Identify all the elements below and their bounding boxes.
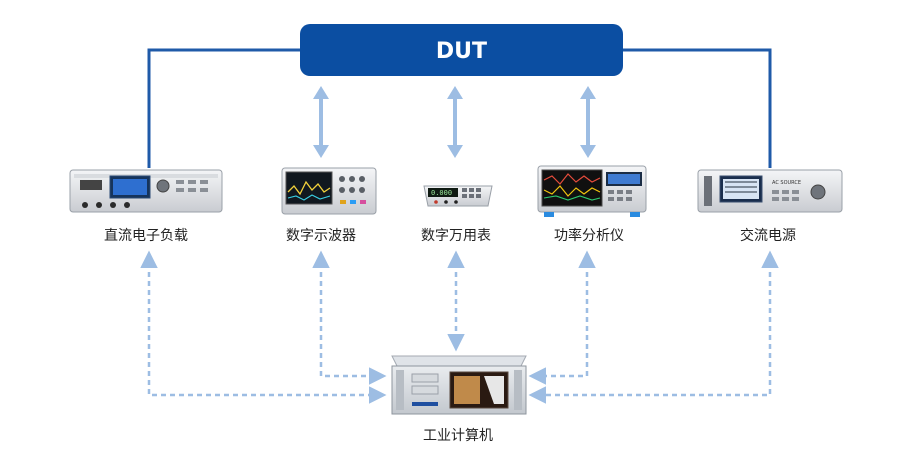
dut-box [300,24,623,76]
ac-source-label: 交流电源 [740,227,796,244]
dut-power-analyzer-arrow [580,86,596,158]
dut-node: DUT [300,24,623,76]
dut-oscilloscope-arrow [313,86,329,158]
ac-source-to-pc-link [528,250,779,404]
dc-load-label: 直流电子负载 [104,227,188,244]
dut-to-ac-source-line [622,48,772,168]
industrial-computer-icon [391,355,527,415]
dut-to-dc-load-line [147,48,300,168]
power-analyzer-icon [537,165,647,217]
multimeter-label: 数字万用表 [421,228,491,244]
oscilloscope-icon [281,167,377,215]
dc-electronic-load-icon [69,169,223,213]
measurement-arrows [313,86,596,158]
dut-power-connections [147,48,772,168]
oscilloscope-label: 数字示波器 [286,228,356,244]
oscilloscope-to-pc-link [312,250,387,385]
svg-text:AC SOURCE: AC SOURCE [772,180,801,186]
dut-multimeter-arrow [447,86,463,158]
digital-multimeter-icon: 0.000 [423,185,493,207]
ac-power-source-icon: AC SOURCE [697,169,843,213]
svg-text:0.000: 0.000 [431,189,452,197]
dc-load-to-pc-link [140,250,387,404]
dut-label: DUT [436,39,487,64]
computer-label: 工业计算机 [423,428,493,444]
control-links [140,250,779,404]
power-analyzer-to-pc-link [528,250,596,385]
power-analyzer-label: 功率分析仪 [554,227,624,244]
